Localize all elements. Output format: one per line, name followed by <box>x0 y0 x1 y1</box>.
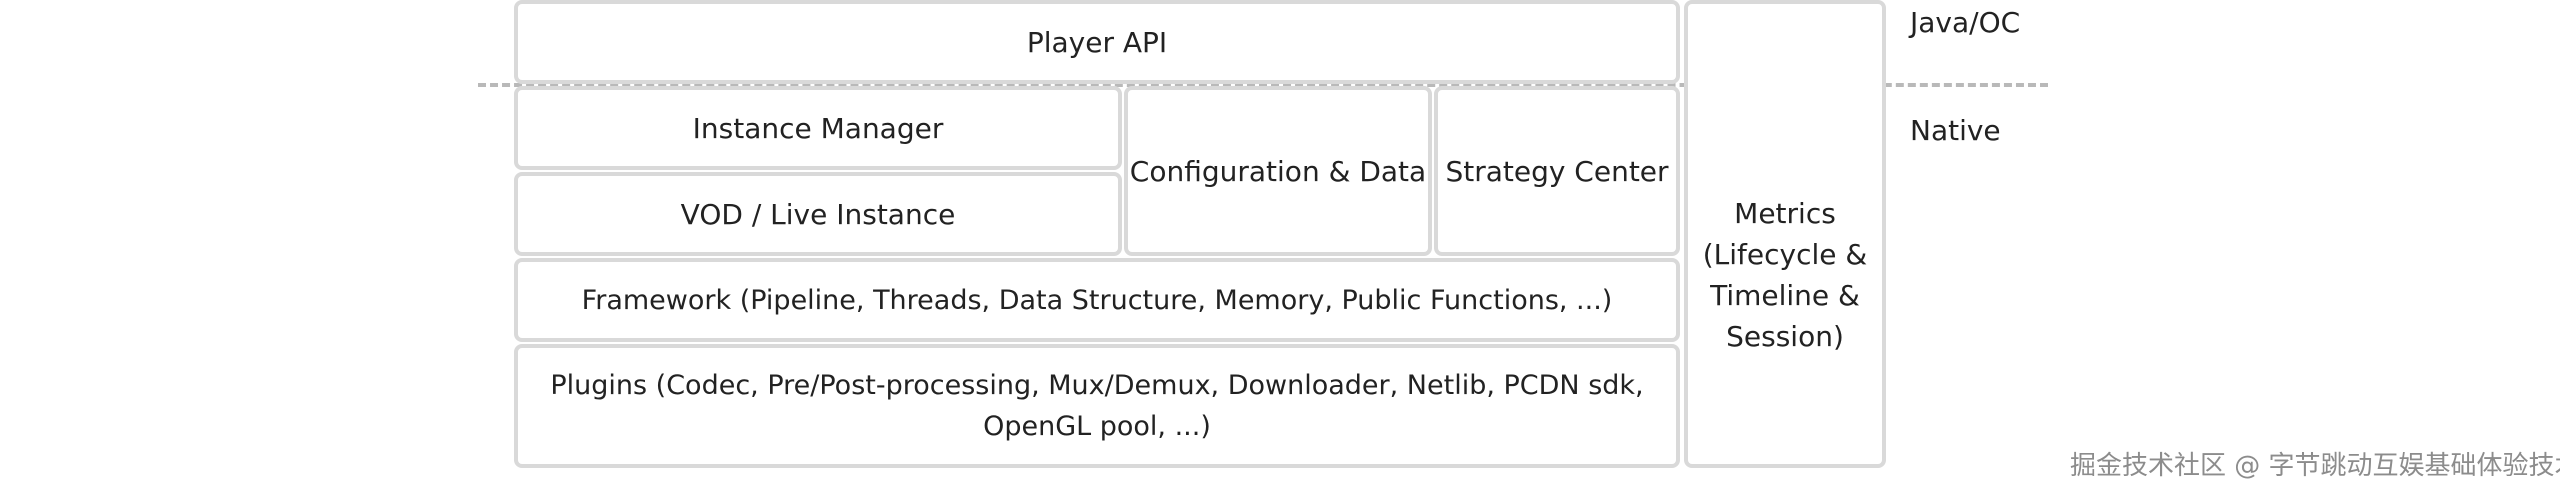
player-api-label: Player API <box>1026 25 1168 59</box>
instance-manager-label: Instance Manager <box>692 111 944 145</box>
plugins-box: Plugins (Codec, Pre/Post-processing, Mux… <box>514 344 1680 468</box>
layer-divider <box>478 83 2048 87</box>
plugins-label: Plugins (Codec, Pre/Post-processing, Mux… <box>550 370 1644 442</box>
instance-manager-box: Instance Manager <box>514 86 1122 170</box>
configuration-data-box: Configuration & Data <box>1124 86 1432 256</box>
strategy-center-label: Strategy Center <box>1445 154 1669 188</box>
player-api-box: Player API <box>514 0 1680 84</box>
metrics-box: Metrics (Lifecycle & Timeline & Session) <box>1684 0 1886 468</box>
watermark: 掘金技术社区 @ 字节跳动互娱基础体验技术 <box>2070 451 2560 481</box>
vod-live-instance-box: VOD / Live Instance <box>514 172 1122 256</box>
strategy-center-box: Strategy Center <box>1434 86 1680 256</box>
layer-label-java-oc: Java/OC <box>1910 6 2021 39</box>
metrics-label: Metrics (Lifecycle & Timeline & Session) <box>1702 197 1868 353</box>
vod-live-instance-label: VOD / Live Instance <box>680 197 956 231</box>
framework-box: Framework (Pipeline, Threads, Data Struc… <box>514 258 1680 342</box>
configuration-data-label: Configuration & Data <box>1129 154 1427 188</box>
layer-label-native: Native <box>1910 114 2001 147</box>
framework-label: Framework (Pipeline, Threads, Data Struc… <box>581 284 1613 316</box>
